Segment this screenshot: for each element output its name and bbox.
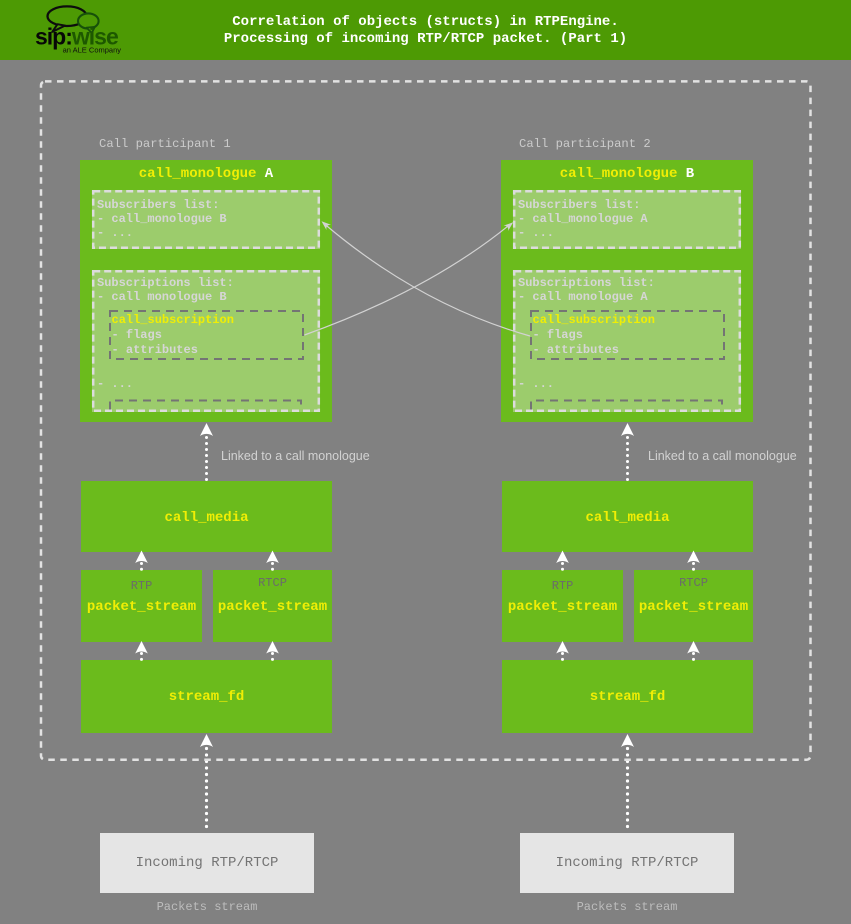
svg-text:an ALE Company: an ALE Company bbox=[63, 46, 122, 55]
svg-text:sip:wise: sip:wise bbox=[35, 24, 118, 50]
